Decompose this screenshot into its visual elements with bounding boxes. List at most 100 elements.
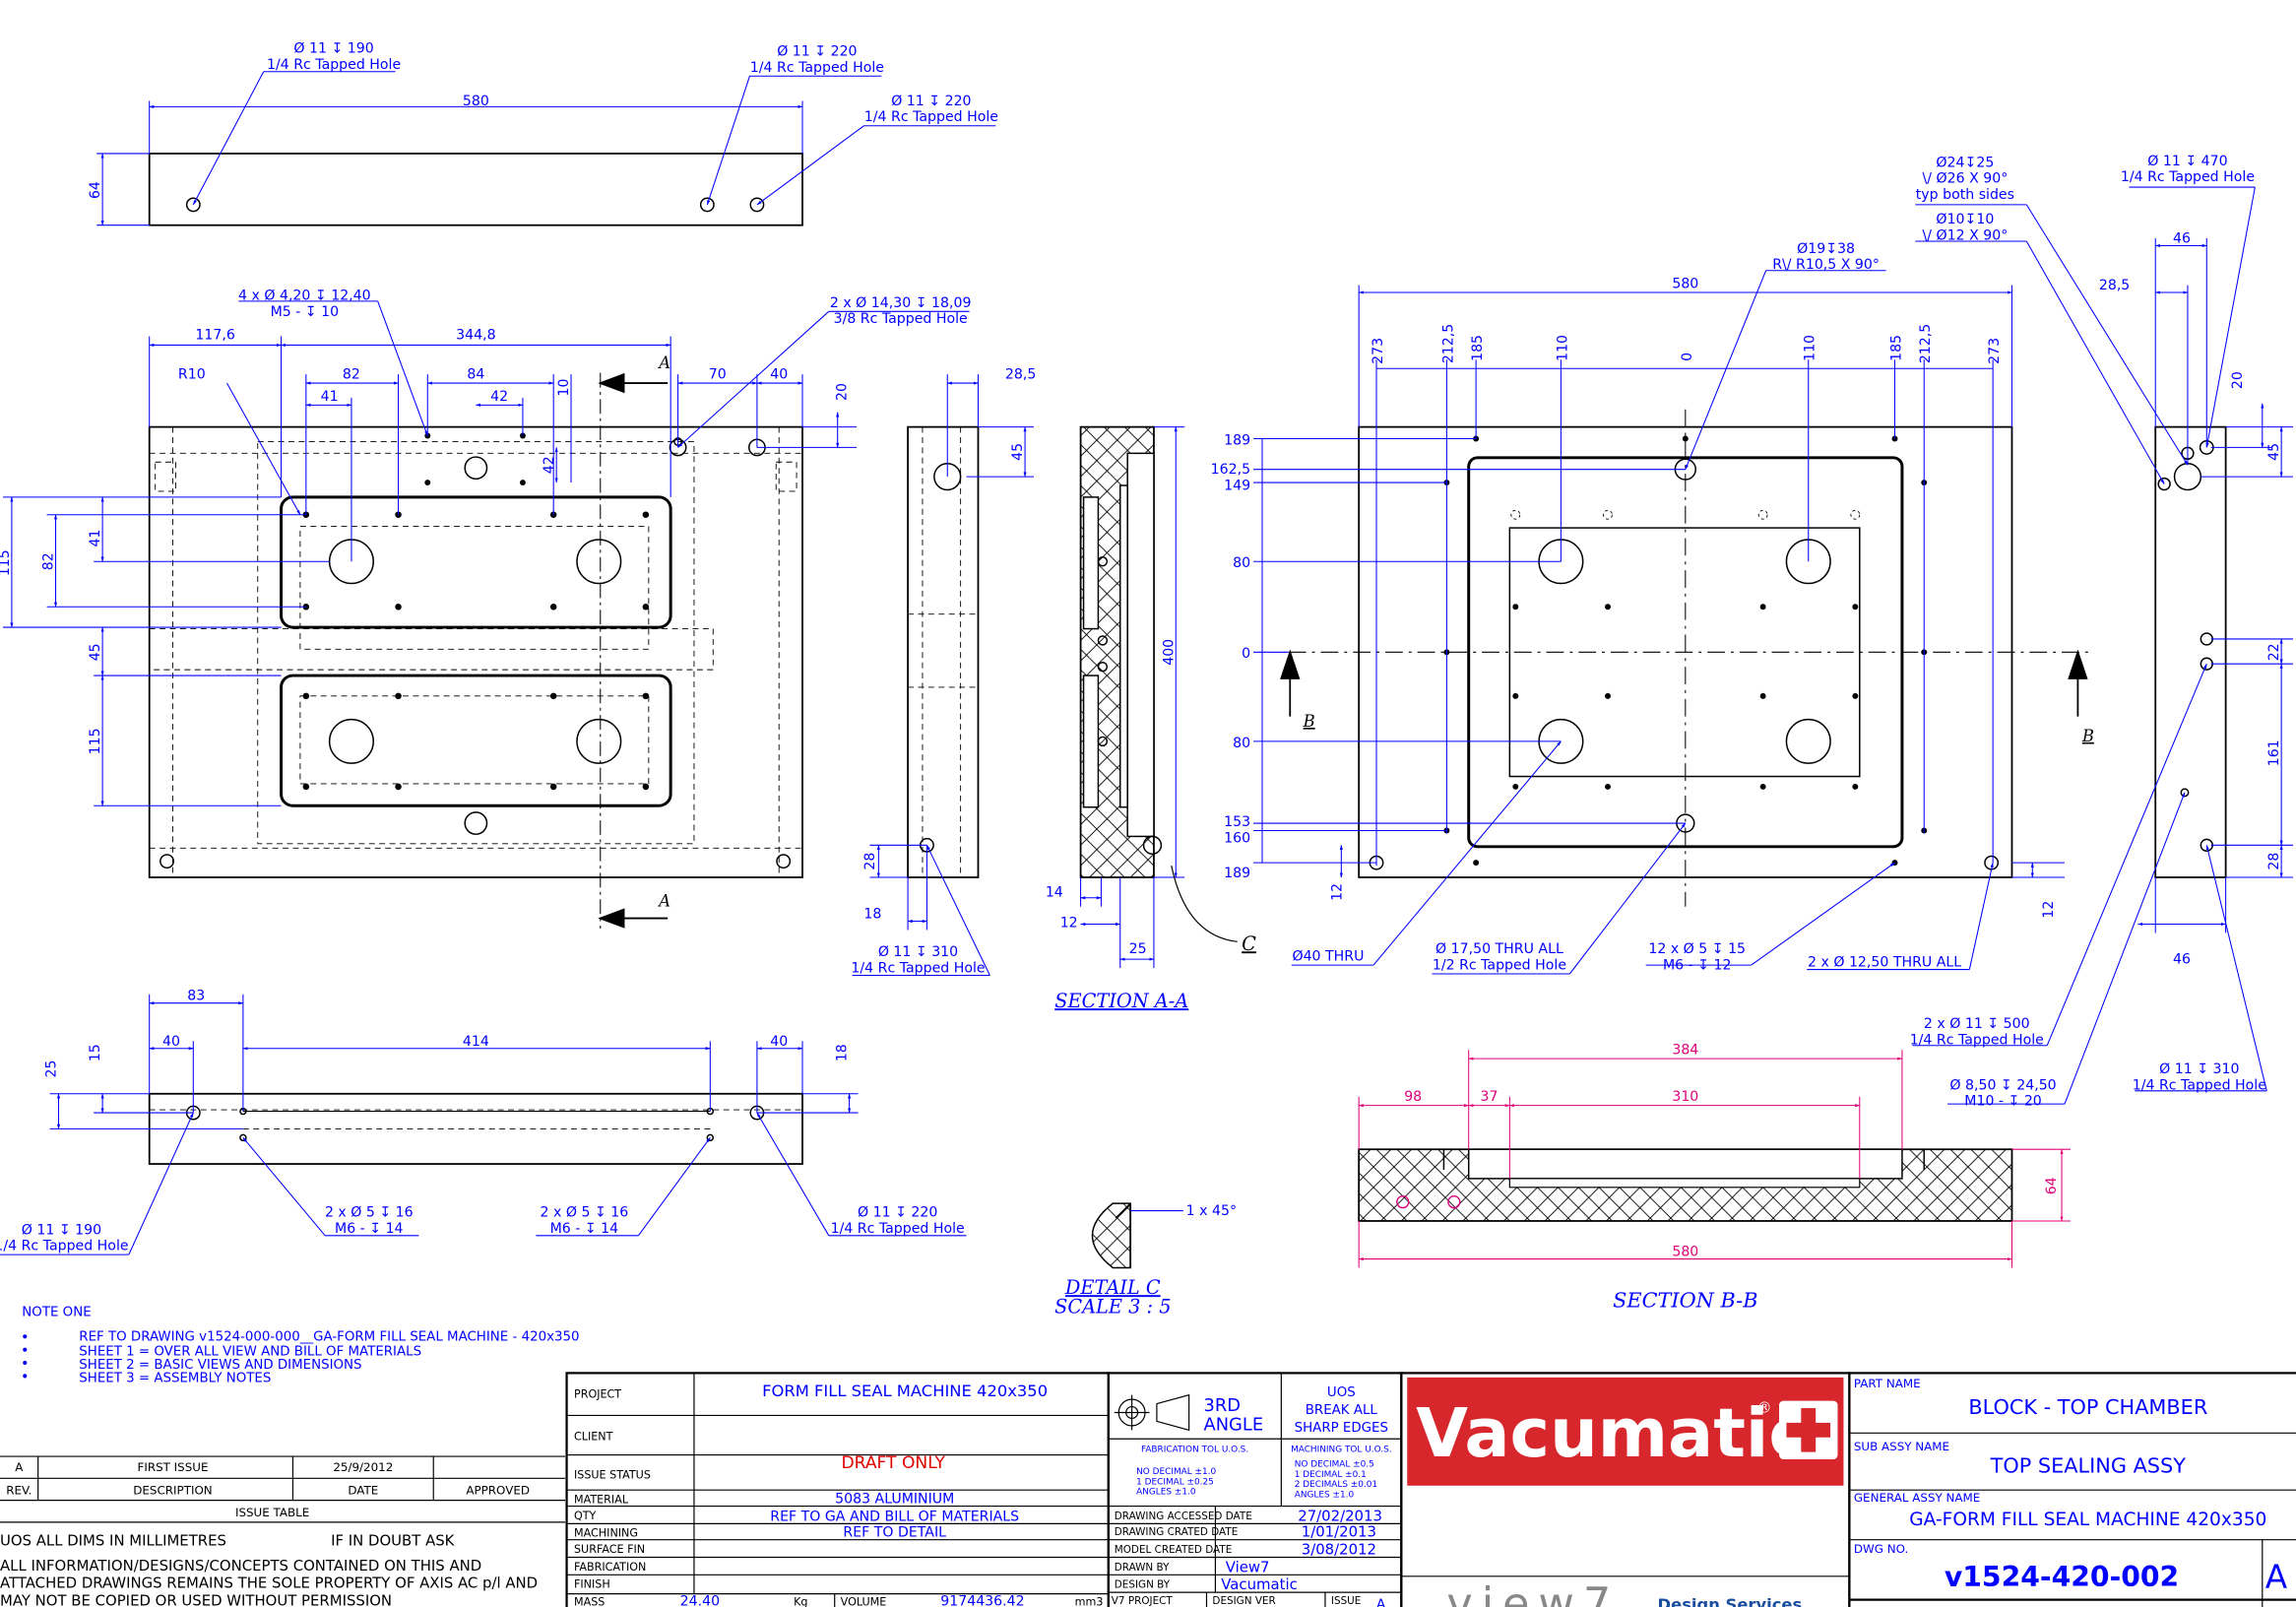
plan-dim-82: 82	[343, 367, 360, 383]
notes-block: NOTE ONE REF TO DRAWING v1524-000-000__G…	[22, 1305, 579, 1385]
issue-head-rev: REV.	[6, 1484, 32, 1498]
main-face-view: B B Ø19↧38 R\/ R10,5 X	[1211, 241, 2094, 975]
section-aa-detail-mark: C	[1242, 932, 1256, 955]
section-bb-label: SECTION B-B	[1613, 1289, 1757, 1313]
right-callout-500-sub: 1/4 Rc Tapped Hole	[1910, 1032, 2044, 1048]
info-material-label: MATERIAL	[574, 1494, 629, 1507]
detail-c-scale: SCALE 3 : 5	[1054, 1296, 1171, 1318]
property-line-2: MAY NOT BE COPIED OR USED WITHOUT PERMIS…	[0, 1592, 392, 1607]
right-dim-46a: 46	[2173, 231, 2191, 247]
bottom-callout-220: Ø 11 ↧ 220	[858, 1205, 937, 1221]
plan-dim-41v: 41	[88, 529, 103, 546]
plan-dim-117-6: 117,6	[195, 328, 234, 344]
plan-callout-m5-sub: M5 - ↧ 10	[271, 304, 340, 320]
top-width-dim: 580	[463, 94, 489, 109]
plan-outline	[148, 425, 803, 878]
info-status-label: ISSUE STATUS	[574, 1468, 651, 1481]
info-mass-value: 24.40	[680, 1594, 720, 1607]
detail-c-chamfer: 1 x 45°	[1186, 1203, 1237, 1219]
plan-callout-rc38: 2 x Ø 14,30 ↧ 18,09	[830, 295, 972, 311]
issue-head-date: DATE	[348, 1484, 378, 1498]
info-material-value: 5083 ALUMINIUM	[835, 1492, 954, 1508]
fab-line-0: NO DECIMAL ±1.0	[1136, 1467, 1216, 1477]
design-services: Design Services	[1658, 1595, 1803, 1607]
bottom-callout-m6b: 2 x Ø 5 ↧ 16	[541, 1205, 629, 1221]
top-edge-view: Ø 11 ↧ 190 1/4 Rc Tapped Hole Ø 11 ↧ 220…	[88, 40, 998, 226]
issue-table: A FIRST ISSUE 25/9/2012 REV. DESCRIPTION…	[0, 1455, 566, 1607]
main-callout-m6: 12 x Ø 5 ↧ 15	[1648, 941, 1746, 957]
tol-row-3-value: View7	[1226, 1558, 1270, 1575]
main-dim-top-1: 212,5	[1440, 324, 1456, 363]
tolerance-block: 3RD ANGLE UOS BREAK ALL SHARP EDGES FABR…	[1107, 1372, 1403, 1607]
general-assy-label: GENERAL ASSY NAME	[1854, 1491, 1980, 1505]
info-machining-value: REF TO DETAIL	[843, 1525, 946, 1541]
bottom-dim-15: 15	[88, 1044, 103, 1061]
bottom-dim-25: 25	[44, 1061, 60, 1078]
main-dim-left-5: 80	[1233, 736, 1250, 751]
info-volume-value: 9174436.42	[940, 1594, 1024, 1607]
right-callout-10: Ø10↧10	[1936, 212, 1994, 227]
dwg-no-label: DWG NO.	[1854, 1542, 1908, 1556]
notes-line-0: REF TO DRAWING v1524-000-000__GA-FORM FI…	[79, 1330, 579, 1345]
info-finish-label: FINISH	[574, 1578, 610, 1591]
side-dim-45: 45	[1010, 443, 1026, 461]
doubt-note: IF IN DOUBT ASK	[331, 1532, 456, 1550]
mach-line-1: 1 DECIMAL ±0.1	[1295, 1470, 1367, 1480]
plan-dim-82v: 82	[41, 552, 57, 570]
section-bb-dim-310: 310	[1672, 1089, 1698, 1105]
third-angle-icon	[1114, 1393, 1190, 1432]
tol-issue-value: A	[1376, 1597, 1386, 1607]
plan-dim-40: 40	[770, 367, 788, 383]
tol-row-4-value: Vacumatic	[1221, 1575, 1297, 1593]
top-callout-right: Ø 11 ↧ 220	[891, 94, 971, 109]
right-dim-20: 20	[2230, 371, 2246, 389]
mach-line-0: NO DECIMAL ±0.5	[1295, 1459, 1374, 1469]
main-dim-left-3: 80	[1233, 555, 1250, 571]
section-aa-dim-12: 12	[1060, 915, 1078, 931]
side-dim-28-5: 28,5	[1005, 367, 1036, 383]
right-dim-45: 45	[2266, 443, 2282, 461]
main-dim-left-8: 189	[1224, 866, 1250, 881]
top-callout-mid: Ø 11 ↧ 220	[777, 43, 857, 59]
property-line-0: ALL INFORMATION/DESIGNS/CONCEPTS CONTAIN…	[0, 1557, 481, 1575]
top-callout-left-sub: 1/4 Rc Tapped Hole	[267, 57, 401, 73]
plan-dim-r10: R10	[178, 367, 206, 383]
dims-note: UOS ALL DIMS IN MILLIMETRES	[0, 1532, 226, 1550]
angle-line-1: 3RD	[1204, 1395, 1241, 1416]
info-status-value: DRAFT ONLY	[842, 1453, 946, 1473]
plan-dim-115a: 115	[0, 549, 13, 576]
fab-line-1: 1 DECIMAL ±0.25	[1136, 1477, 1214, 1487]
bottom-callout-m6a-sub: M6 - ↧ 14	[335, 1221, 404, 1237]
main-dim-top-4: 0	[1680, 353, 1695, 361]
vacumatic-logo	[1407, 1377, 1844, 1486]
bottom-edge-view: 83 40 414 40 25 15 18 Ø 11 ↧ 190 1/4 Rc …	[0, 989, 967, 1255]
plan-callout-m5: 4 x Ø 4,20 ↧ 12,40	[238, 288, 371, 303]
section-bb-dim-98: 98	[1404, 1089, 1422, 1105]
detail-c-label: DETAIL C	[1064, 1276, 1161, 1299]
uos-line-0: UOS	[1327, 1385, 1356, 1400]
section-bb-dim-384: 384	[1672, 1043, 1698, 1059]
tol-row-2-value: 3/08/2012	[1302, 1541, 1376, 1559]
top-height-dim: 64	[88, 181, 103, 199]
main-dim-top-5: 110	[1803, 335, 1818, 361]
plan-dim-84: 84	[467, 367, 484, 383]
info-block: PROJECT CLIENT ISSUE STATUS MATERIAL QTY…	[565, 1372, 1110, 1607]
main-dim-top-3: 110	[1555, 335, 1570, 361]
tol-row-2-label: MODEL CREATED DATE	[1115, 1544, 1232, 1556]
right-callout-470: Ø 11 ↧ 470	[2147, 154, 2227, 169]
hole-220a	[699, 197, 715, 213]
notes-line-1: SHEET 1 = OVER ALL VIEW AND BILL OF MATE…	[79, 1345, 421, 1360]
info-client-label: CLIENT	[574, 1431, 613, 1444]
info-qty-value: REF TO GA AND BILL OF MATERIALS	[770, 1509, 1019, 1524]
main-dim-left-1: 162,5	[1211, 462, 1250, 478]
right-callout-24: Ø24↧25	[1936, 155, 1994, 170]
main-dim-left-2: 149	[1224, 478, 1250, 493]
tol-row-1-value: 1/01/2013	[1302, 1523, 1376, 1541]
plan-dim-10: 10	[556, 379, 572, 397]
vacumatic-reg: ®	[1757, 1399, 1772, 1417]
part-block: PART NAME SUB ASSY NAME GENERAL ASSY NAM…	[1848, 1372, 2296, 1607]
right-callout-310-sub: 1/4 Rc Tapped Hole	[2133, 1077, 2266, 1093]
right-outline	[2154, 425, 2227, 878]
main-dim-12a: 12	[1329, 883, 1345, 901]
right-dim-22: 22	[2266, 643, 2282, 661]
